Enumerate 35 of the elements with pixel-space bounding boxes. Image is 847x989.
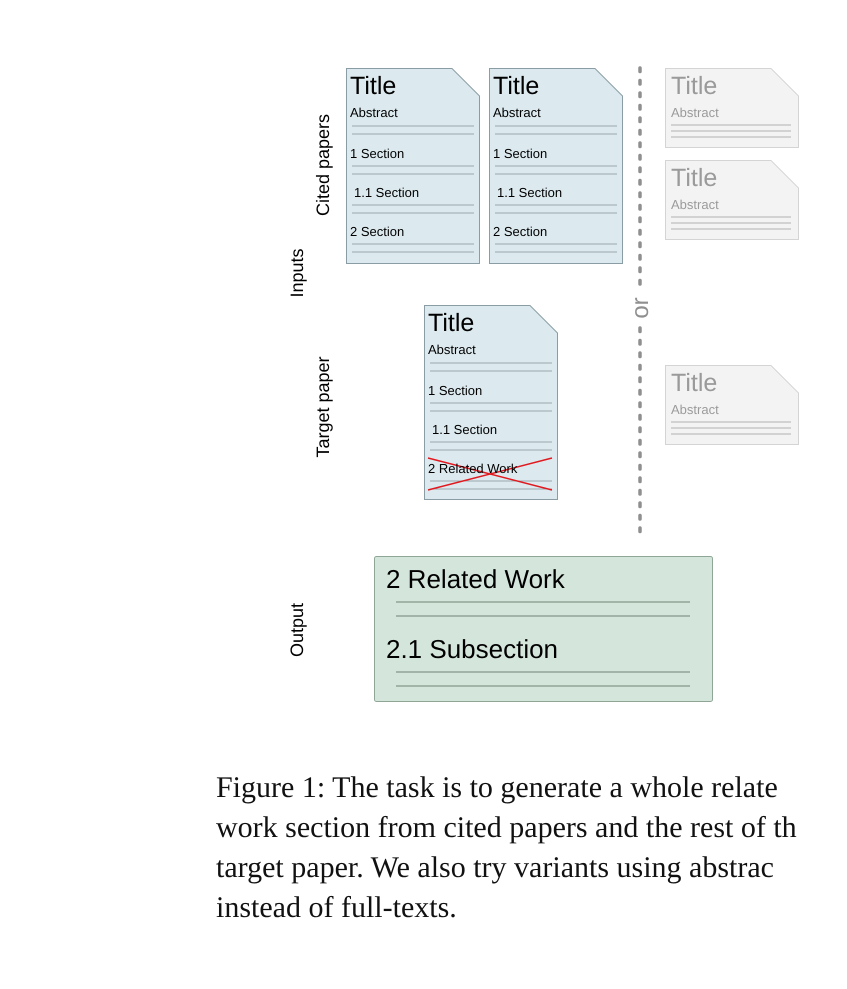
row-label: Target paper <box>314 356 332 458</box>
section-heading: 2 Section <box>493 225 548 238</box>
paper-card <box>424 305 558 500</box>
paper-card <box>665 365 799 445</box>
paper-title: Title <box>428 311 474 336</box>
paper-title: Title <box>350 74 396 99</box>
section-heading: 1.1 Section <box>354 186 420 199</box>
section-heading: 1 Section <box>428 384 482 397</box>
section-heading: 1 Section <box>350 147 404 160</box>
paper-card <box>665 160 799 240</box>
figure-caption: Figure 1: The task is to generate a whole relate work section from cited papers and the rest of th target paper. We also try variants using abstrac instead of full-texts. <box>216 770 798 926</box>
row-label: Inputs <box>288 248 306 298</box>
abstract-heading: Abstract <box>671 403 719 416</box>
paper-card <box>489 68 623 264</box>
section-heading: 2.1 Subsection <box>386 636 558 662</box>
paper-card <box>665 68 799 148</box>
section-heading: 1.1 Section <box>497 186 562 199</box>
paper-title: Title <box>493 74 540 99</box>
abstract-heading: Abstract <box>671 198 719 211</box>
abstract-heading: Abstract <box>428 343 476 356</box>
section-heading: 1 Section <box>493 147 548 160</box>
paper-title: Title <box>671 166 718 191</box>
paper-title: Title <box>671 74 718 99</box>
row-label: Cited papers <box>314 114 332 216</box>
abstract-heading: Abstract <box>671 106 719 119</box>
section-heading: 1.1 Section <box>432 423 498 436</box>
paper-title: Title <box>671 371 718 396</box>
section-heading: 2 Related Work <box>386 566 565 592</box>
abstract-heading: Abstract <box>350 106 398 119</box>
divider-label: or <box>629 297 653 319</box>
abstract-heading: Abstract <box>493 106 541 119</box>
row-label: Output <box>288 602 306 658</box>
section-heading: 2 Section <box>350 225 404 238</box>
paper-card <box>346 68 480 264</box>
output-card <box>374 556 713 702</box>
